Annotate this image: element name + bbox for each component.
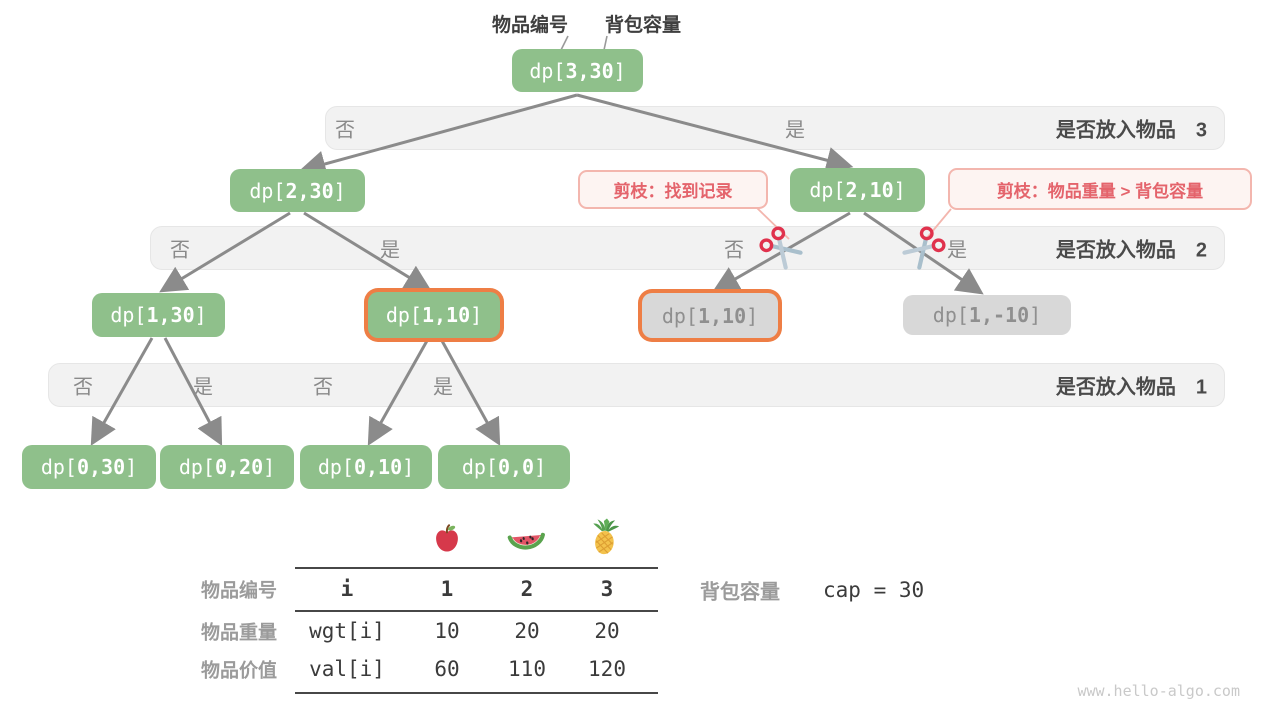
branch-choice-label: 否 bbox=[313, 376, 333, 399]
table-rule bbox=[295, 610, 658, 612]
table-row-label: 物品重量 bbox=[200, 622, 277, 644]
branch-choice-label: 否 bbox=[335, 119, 355, 142]
table-cell: 1 bbox=[440, 577, 454, 601]
branch-choice-label: 否 bbox=[724, 239, 744, 262]
table-cell: 110 bbox=[508, 657, 546, 681]
node-dp-2-10: dp[2,10] bbox=[790, 168, 925, 212]
node-dp-3-30: dp[3,30] bbox=[512, 49, 643, 92]
node-dp-0-30: dp[0,30] bbox=[22, 445, 156, 489]
pruning-callout-1: 剪枝：找到记录 bbox=[578, 170, 768, 209]
apple-icon bbox=[432, 523, 462, 556]
node-dp-0-10: dp[0,10] bbox=[300, 445, 432, 489]
node-dp-2-30: dp[2,30] bbox=[230, 169, 365, 212]
knapsack-capacity-value: cap = 30 bbox=[823, 578, 925, 602]
knapsack-capacity-label: 背包容量 bbox=[700, 581, 780, 604]
decision-band-title: 是否放入物品 2 bbox=[1055, 239, 1207, 262]
table-cell: val[i] bbox=[309, 657, 385, 681]
annotation-pointer-line bbox=[560, 35, 569, 51]
pruning-callout-2: 剪枝：物品重量 > 背包容量 bbox=[948, 168, 1252, 210]
decision-band-title: 是否放入物品 3 bbox=[1055, 119, 1207, 142]
table-cell: 3 bbox=[600, 577, 614, 601]
table-row-label: 物品价值 bbox=[200, 660, 277, 682]
item-number-header-label: 物品编号 bbox=[491, 15, 569, 36]
table-cell: 120 bbox=[588, 657, 626, 681]
watermark: www.hello-algo.com bbox=[1077, 682, 1240, 700]
branch-choice-label: 是 bbox=[785, 119, 805, 142]
annotation-pointer-line bbox=[603, 35, 608, 51]
node-dp-1-10-right: dp[1,10] bbox=[642, 293, 778, 338]
table-cell: 60 bbox=[434, 657, 460, 681]
node-dp-1-10-left: dp[1,10] bbox=[368, 292, 500, 338]
watermelon-icon bbox=[507, 526, 548, 556]
table-row-label: 物品编号 bbox=[200, 580, 277, 602]
table-cell: wgt[i] bbox=[309, 619, 385, 643]
table-rule bbox=[295, 692, 658, 694]
table-cell: 20 bbox=[594, 619, 620, 643]
decision-band-title: 是否放入物品 1 bbox=[1055, 376, 1207, 399]
branch-choice-label: 否 bbox=[73, 376, 93, 399]
table-cell: 10 bbox=[434, 619, 460, 643]
branch-choice-label: 是 bbox=[433, 376, 453, 399]
node-dp-1-30: dp[1,30] bbox=[92, 293, 225, 337]
pineapple-icon bbox=[590, 518, 620, 557]
table-rule bbox=[295, 567, 658, 569]
table-cell: i bbox=[340, 577, 354, 601]
node-dp-0-20: dp[0,20] bbox=[160, 445, 294, 489]
branch-choice-label: 否 bbox=[170, 239, 190, 262]
node-dp-1-neg10: dp[1,-10] bbox=[903, 295, 1071, 335]
branch-choice-label: 是 bbox=[380, 239, 400, 262]
table-cell: 2 bbox=[520, 577, 534, 601]
branch-choice-label: 是 bbox=[193, 376, 213, 399]
table-cell: 20 bbox=[514, 619, 540, 643]
decision-band-1 bbox=[48, 363, 1225, 407]
capacity-header-label: 背包容量 bbox=[604, 15, 682, 36]
node-dp-0-0: dp[0,0] bbox=[438, 445, 570, 489]
